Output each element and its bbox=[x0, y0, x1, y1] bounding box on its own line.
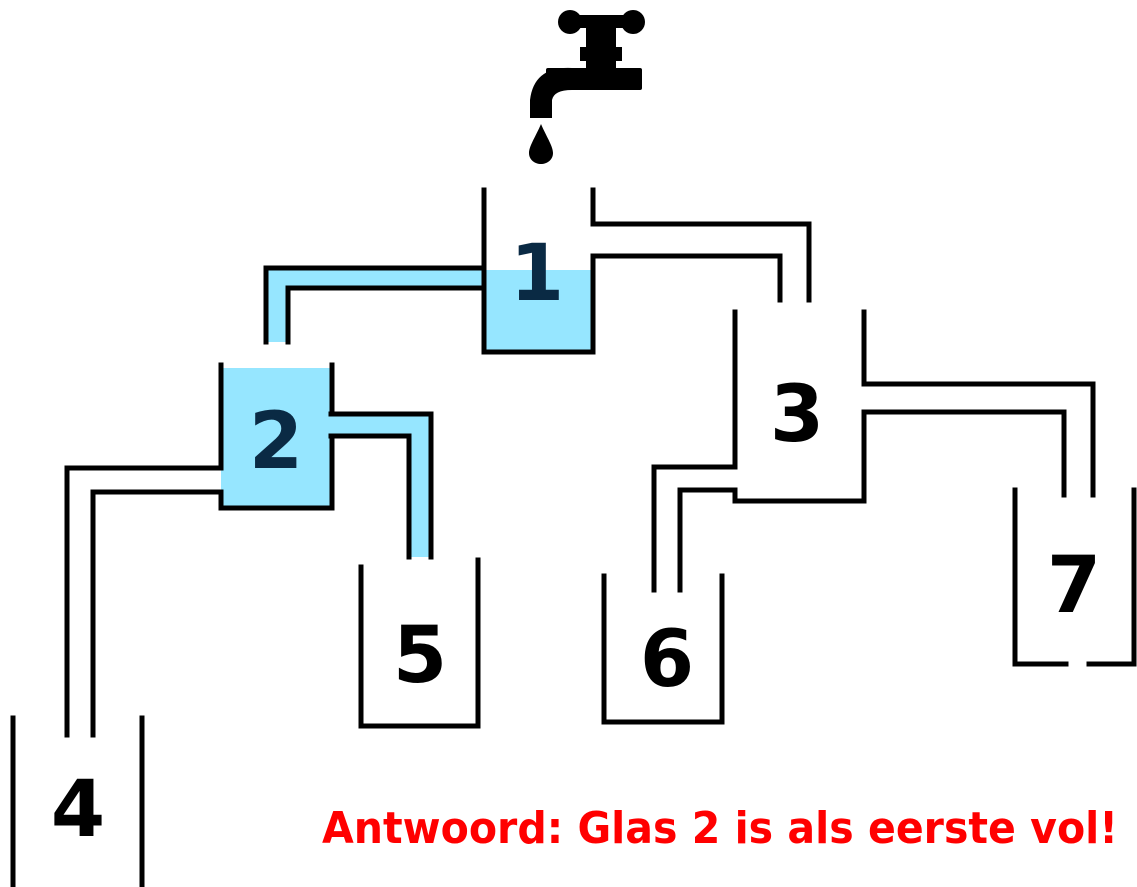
glass-6-number: 6 bbox=[640, 615, 694, 705]
glass-1-number: 1 bbox=[510, 229, 564, 319]
glass-2 bbox=[218, 433, 335, 511]
glass-5 bbox=[358, 557, 481, 729]
pipe-1-to-3 bbox=[591, 221, 812, 303]
glass-1 bbox=[481, 187, 596, 355]
pipe-1-to-2 bbox=[263, 265, 487, 345]
water-fill bbox=[221, 268, 593, 557]
water-drop-icon bbox=[529, 124, 553, 164]
glass-3-number: 3 bbox=[770, 370, 824, 460]
glass-5-number: 5 bbox=[393, 611, 447, 701]
glass-3 bbox=[732, 409, 867, 504]
glass-6 bbox=[601, 573, 725, 725]
pipe-2-to-4 bbox=[64, 465, 224, 738]
pipe-3-to-6 bbox=[651, 464, 738, 593]
glass-7-number: 7 bbox=[1047, 541, 1101, 631]
pipe-3-to-7 bbox=[861, 381, 1096, 498]
pipe-2-to-5 bbox=[328, 411, 434, 560]
glass-4-number: 4 bbox=[51, 765, 105, 855]
water-tap-icon bbox=[530, 10, 645, 118]
pipes bbox=[64, 221, 1096, 738]
glasses bbox=[10, 187, 1137, 887]
glass-2-number: 2 bbox=[249, 397, 303, 487]
glass-7 bbox=[1012, 487, 1069, 667]
answer-text: Antwoord: Glas 2 is als eerste vol! bbox=[322, 803, 1118, 854]
